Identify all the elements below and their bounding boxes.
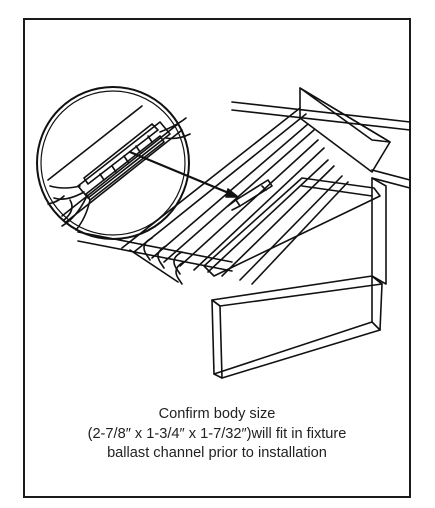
caption-line-3: ballast channel prior to installation bbox=[107, 445, 327, 461]
caption-line-2: (2-7/8″ x 1-3/4″ x 1-7/32″)will fit in f… bbox=[87, 425, 347, 442]
fluorescent-fixture-icon bbox=[121, 87, 391, 379]
arrow-icon bbox=[128, 150, 239, 198]
ceiling-grid bbox=[77, 101, 411, 283]
ballast-detail-magnifier-icon bbox=[36, 86, 191, 240]
ballast-body bbox=[227, 179, 273, 211]
installation-caption: Confirm body size (2-7/8″ x 1-3/4″ x 1-7… bbox=[25, 405, 409, 464]
instruction-panel bbox=[23, 18, 411, 498]
caption-line-1: Confirm body size bbox=[158, 406, 276, 422]
